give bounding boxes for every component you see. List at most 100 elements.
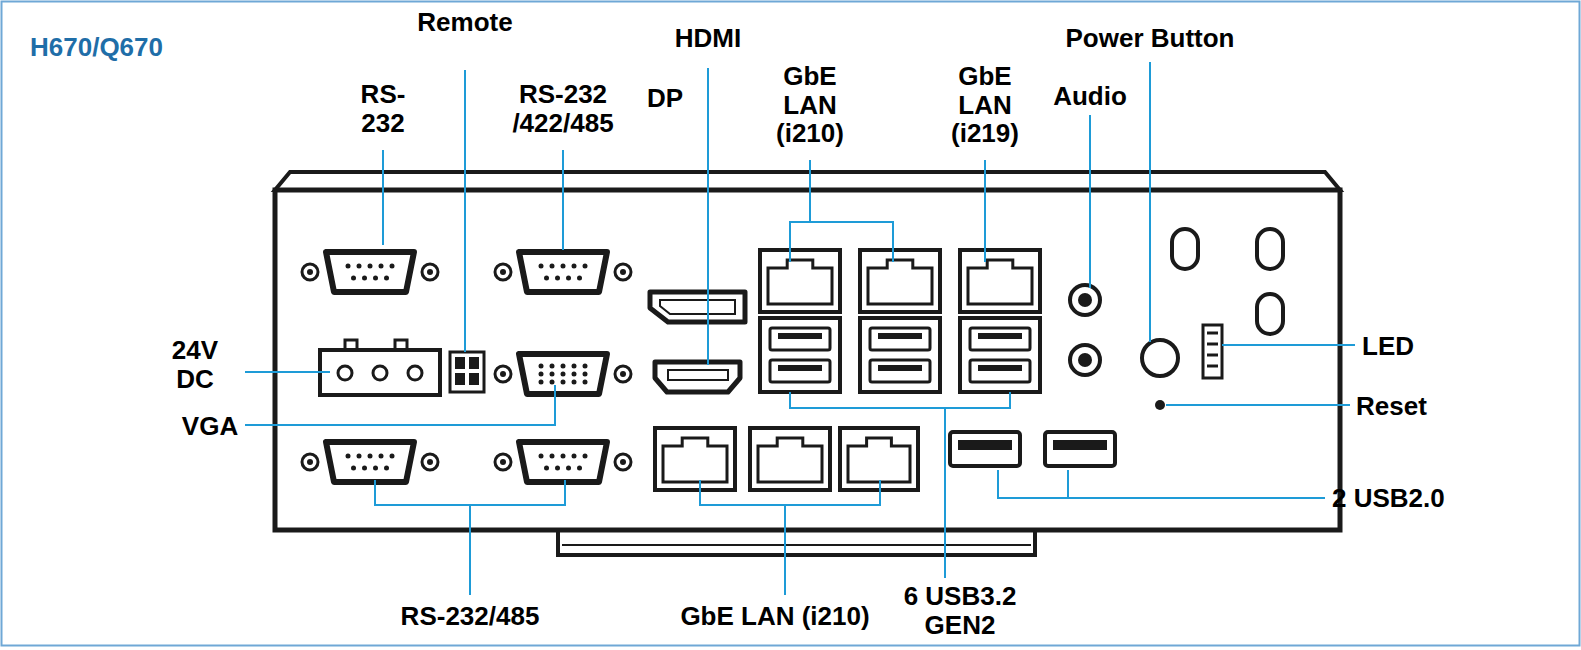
leader-line (1089, 115, 1091, 288)
connector-pin (373, 276, 378, 281)
mounting-screw (422, 454, 438, 470)
antenna-hole (1172, 229, 1198, 269)
connector-pin (357, 264, 362, 269)
usb3-port (870, 328, 930, 350)
leader-line (375, 480, 565, 595)
db9-connector (519, 442, 607, 482)
antenna-hole (1257, 294, 1283, 334)
mounting-screw (495, 366, 511, 382)
connector-pin (390, 454, 395, 459)
connector-pin (346, 454, 351, 459)
connector-pin (550, 372, 555, 377)
connector-pin (550, 454, 555, 459)
rj45-socket (868, 260, 932, 304)
connector-pin (572, 364, 577, 369)
port-label: HDMI (675, 24, 741, 53)
reset-hole (1155, 400, 1165, 410)
mounting-screw-center (500, 459, 506, 465)
connector-pin (577, 466, 582, 471)
connector-pin (550, 264, 555, 269)
rj45-socket (968, 260, 1032, 304)
leader-line (998, 470, 1325, 498)
dp-port (650, 292, 745, 322)
port-label: VGA (182, 412, 238, 441)
leader-line (1222, 344, 1355, 346)
connector-pin (368, 454, 373, 459)
mounting-screw (615, 366, 631, 382)
leader-line (382, 150, 384, 245)
hdmi-port-inner (668, 370, 728, 380)
usb-stack (860, 318, 940, 392)
connector-pin (561, 380, 566, 385)
leader-line (1149, 62, 1151, 342)
port-label: Reset (1356, 392, 1427, 421)
connector-pin (346, 264, 351, 269)
mounting-screw (615, 454, 631, 470)
dp-port-inner (660, 300, 735, 314)
connector-pin (362, 466, 367, 471)
power-button (1142, 340, 1178, 376)
port-label: 2 USB2.0 (1332, 484, 1445, 513)
connector-pin (368, 264, 373, 269)
terminal-screw (373, 366, 387, 380)
mounting-screw (495, 454, 511, 470)
connector-pin (539, 264, 544, 269)
port-label: Audio (1053, 82, 1127, 111)
remote-pin (469, 373, 479, 385)
remote-pin (455, 357, 465, 369)
panel-title: H670/Q670 (30, 32, 163, 63)
mounting-screw-center (500, 269, 506, 275)
housing-face (275, 190, 1340, 530)
usb-tongue (978, 333, 1022, 339)
connector-pin (373, 466, 378, 471)
mounting-screw-center (307, 269, 313, 275)
db9-connector (519, 252, 607, 292)
led-segment (1207, 343, 1218, 346)
mounting-screw (302, 264, 318, 280)
housing-lip (275, 172, 1340, 190)
leader-line (707, 68, 709, 365)
connector-pin (351, 466, 356, 471)
mounting-screw-center (500, 371, 506, 377)
usb-tongue (978, 365, 1022, 371)
port-label: RS-232 (352, 80, 414, 137)
rj45-port (750, 428, 830, 490)
remote-pin (455, 373, 465, 385)
mounting-screw (495, 264, 511, 280)
dc-terminal-block (320, 350, 440, 395)
connector-pin (561, 372, 566, 377)
connector-pin (544, 466, 549, 471)
led-bar (1203, 325, 1222, 378)
connector-pin (583, 380, 588, 385)
db9-connector (326, 442, 414, 482)
leader-line (790, 392, 1010, 578)
leader-line (790, 160, 893, 262)
connector-pin (577, 276, 582, 281)
rj45-port (960, 250, 1040, 312)
connector-pin (566, 276, 571, 281)
connector-pin (384, 276, 389, 281)
antenna-hole (1257, 229, 1283, 269)
usb3-port (770, 328, 830, 350)
leader-line (562, 150, 564, 250)
connector-pin (583, 364, 588, 369)
hdmi-port (655, 362, 740, 392)
connector-pin (572, 454, 577, 459)
port-label: Remote (417, 8, 512, 37)
connector-pin (583, 372, 588, 377)
mounting-screw (422, 264, 438, 280)
usb3-port (970, 328, 1030, 350)
led-segment (1207, 354, 1218, 357)
port-label: Power Button (1066, 24, 1235, 53)
connector-pin (561, 454, 566, 459)
usb-tongue (778, 333, 822, 339)
rj45-port (655, 428, 735, 490)
leader-line (1166, 404, 1350, 406)
connector-pin (390, 264, 395, 269)
connector-pin (572, 264, 577, 269)
rj45-socket (663, 438, 727, 482)
db9-connector (326, 252, 414, 292)
housing-stand-edge (562, 544, 1031, 546)
mounting-screw-center (307, 459, 313, 465)
